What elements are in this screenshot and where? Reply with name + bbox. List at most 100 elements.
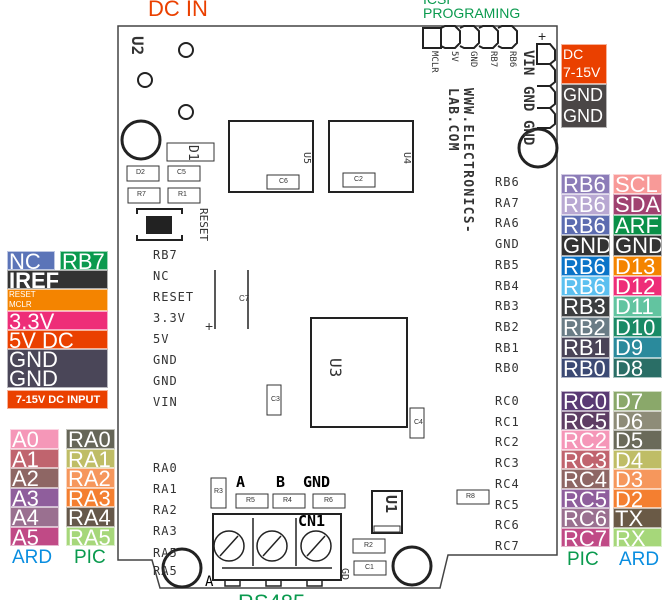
legend-pin: D2 [613,488,662,508]
legend-pin: D4 [613,449,662,469]
legend-pin: RC5 [561,410,610,430]
legend-gnd-1: GND [9,349,58,372]
pin-label: RB4 [495,278,520,293]
legend-pin: RA1 [66,448,115,468]
rs485-b: B [276,473,286,491]
legend-pin: RA4 [66,507,115,527]
reset-label: RESET [197,208,210,242]
c1-label: C1 [365,564,374,571]
legend-pin: RB3 [561,296,610,317]
pin-label: RB0 [495,361,520,376]
power-plus: + [538,28,547,44]
pin-label: RC6 [495,518,520,533]
legend-5v: 5V DC [7,330,108,349]
icsp-header [422,25,518,49]
legend-pin: RC4 [561,469,610,489]
left-pic-label: PIC [74,547,106,568]
mount-hole-large [391,545,433,587]
legend-pin: RC7 [561,527,610,547]
legend-pin: SDA [613,194,662,215]
power-pin-gnd: GND [520,86,536,112]
pin-label: RA5 [153,546,178,560]
pin-label: 5V [153,332,170,346]
legend-pin: SCL [613,174,662,195]
icsp-pin-label: RB6 [507,51,517,68]
c2-label: C2 [354,176,363,183]
u3-label: U3 [326,358,345,378]
rs485-gnd: GND [303,473,331,491]
c4-label: C4 [414,419,423,426]
legend-pin: RC6 [561,508,610,528]
pin-label: RC0 [495,394,520,408]
pin-label: RESET [153,290,195,304]
legend-reset-line2: MCLR [9,300,32,309]
u3-outline [310,317,408,428]
mount-hole [178,42,194,58]
bottom-mark-a: A [205,574,214,590]
mount-hole-large [161,547,203,589]
legend-reset-line1: RESET [9,290,36,299]
pin-label: GND [153,374,178,388]
legend-vin: 7-15V DC INPUT [7,390,108,409]
legend-pin: D11 [613,296,662,317]
u1-outline [371,490,403,534]
legend-3v3: 3.3V [7,311,108,330]
legend-pin: D6 [613,410,662,430]
legend-pin: RC3 [561,449,610,469]
legend-pin: D3 [613,469,662,489]
legend-pin: RB2 [561,316,610,338]
pin-label: RA6 [495,216,520,231]
legend-pin: A0 [10,429,59,449]
pin-label: RC3 [495,456,520,471]
icsp-pin-label: 5V [448,51,459,62]
legend-pin: RA3 [66,487,115,507]
c7-plus: + [205,318,214,334]
legend-pin: RB1 [561,337,610,358]
legend-pin: RB6 [561,255,610,276]
board-edge [117,25,558,589]
bottom-mark-gd: GD [339,568,350,581]
r6-label: R6 [324,497,333,504]
legend-pin: RA0 [66,429,115,449]
power-pin-vin: VIN [520,50,536,76]
pin-label: RA0 [153,461,178,475]
legend-pin: TX [613,508,662,528]
legend-pin: RB0 [561,357,610,378]
pin-label: RB3 [495,299,520,314]
pin-label: GND [495,237,520,252]
legend-pin: D8 [613,357,662,378]
u5-label: U5 [301,152,312,165]
legend-pin: D9 [613,337,662,358]
legend-pin: D10 [613,316,662,338]
rs485-a: A [236,473,246,491]
legend-rb7: RB7 [60,251,108,270]
legend-pin: RA5 [66,526,115,546]
legend-power-gnd-2: GND [563,106,603,126]
legend-nc: NC [7,251,55,270]
legend-pin: RX [613,527,662,547]
c7-label: C7 [239,294,250,303]
power-pin-gnd: GND [520,120,536,146]
pin-label: NC [153,269,170,283]
u4-label: U4 [401,152,412,165]
c6-label: C6 [279,178,288,185]
r3-label: R3 [214,488,223,495]
legend-pin: GND [561,235,610,256]
pin-label: RA7 [495,195,520,210]
legend-gnd-2: GND [9,366,58,388]
legend-pin: RC2 [561,430,610,450]
pin-label: RA5 [153,564,178,578]
pin-label: RC7 [495,538,520,553]
legend-pin: A1 [10,448,59,468]
legend-pin: D5 [613,430,662,450]
mount-hole [137,72,153,88]
legend-pin: RC0 [561,391,610,411]
right-pic-label: PIC [567,549,599,570]
pin-label: RB5 [495,257,520,272]
dc-in-title: DC IN [148,0,208,21]
legend-iref: IREF [7,270,108,289]
